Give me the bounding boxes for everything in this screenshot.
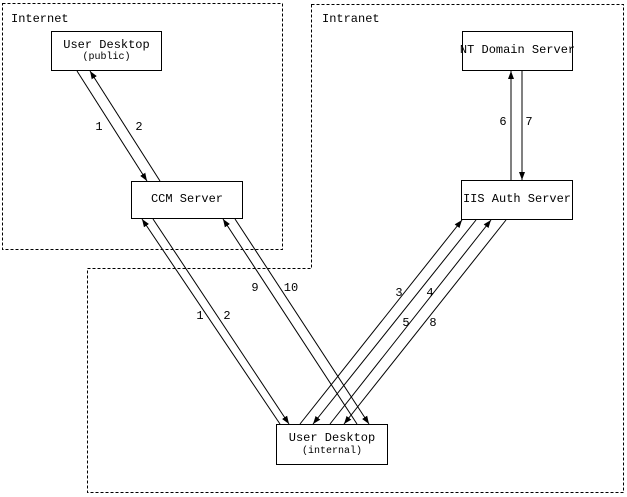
arrow-2-ccm-to-internal [152, 218, 290, 425]
intranet-zone-label: Intranet [322, 12, 380, 26]
node-label: NT Domain Server [459, 43, 576, 58]
step-label-10: 10 [283, 281, 299, 295]
arrow-1-public-to-ccm [76, 70, 148, 182]
step-label-1-public: 1 [95, 120, 103, 134]
step-label-7: 7 [525, 115, 533, 129]
arrow-9-internal-to-ccm [222, 218, 358, 425]
intranet-zone-boundary [87, 4, 624, 493]
arrow-10-ccm-to-internal [234, 218, 370, 425]
node-nt-domain-server: NT Domain Server [459, 31, 576, 71]
node-label: CCM Server [150, 192, 223, 207]
internet-zone-label: Internet [11, 12, 69, 26]
node-ccm-server: CCM Server [131, 181, 243, 219]
arrow-1-internal-to-ccm [141, 218, 281, 425]
node-iis-auth-server: IIS Auth Server [461, 180, 573, 220]
arrow-3-internal-to-iis [299, 219, 463, 425]
step-label-5: 5 [402, 316, 410, 330]
step-label-6: 6 [499, 115, 507, 129]
internet-zone-boundary [2, 3, 283, 250]
step-label-1-internal: 1 [196, 309, 204, 323]
node-label: User Desktop [63, 37, 150, 52]
node-sublabel: (internal) [301, 445, 362, 457]
arrow-2-ccm-to-public [89, 70, 161, 182]
node-user-desktop-internal: User Desktop (internal) [276, 424, 388, 465]
arrow-5-internal-to-iis [329, 219, 492, 425]
arrow-4-iis-to-internal [312, 219, 477, 425]
node-label: IIS Auth Server [462, 192, 572, 207]
step-label-4: 4 [426, 286, 434, 300]
step-label-2-internal: 2 [223, 309, 231, 323]
node-sublabel: (public) [82, 52, 131, 64]
node-user-desktop-public: User Desktop (public) [51, 31, 162, 71]
arrow-8-iis-to-internal [343, 219, 507, 425]
step-label-9: 9 [251, 281, 259, 295]
step-label-3: 3 [395, 286, 403, 300]
node-label: User Desktop [288, 431, 376, 446]
step-label-2-public: 2 [135, 120, 143, 134]
step-label-8: 8 [429, 316, 437, 330]
